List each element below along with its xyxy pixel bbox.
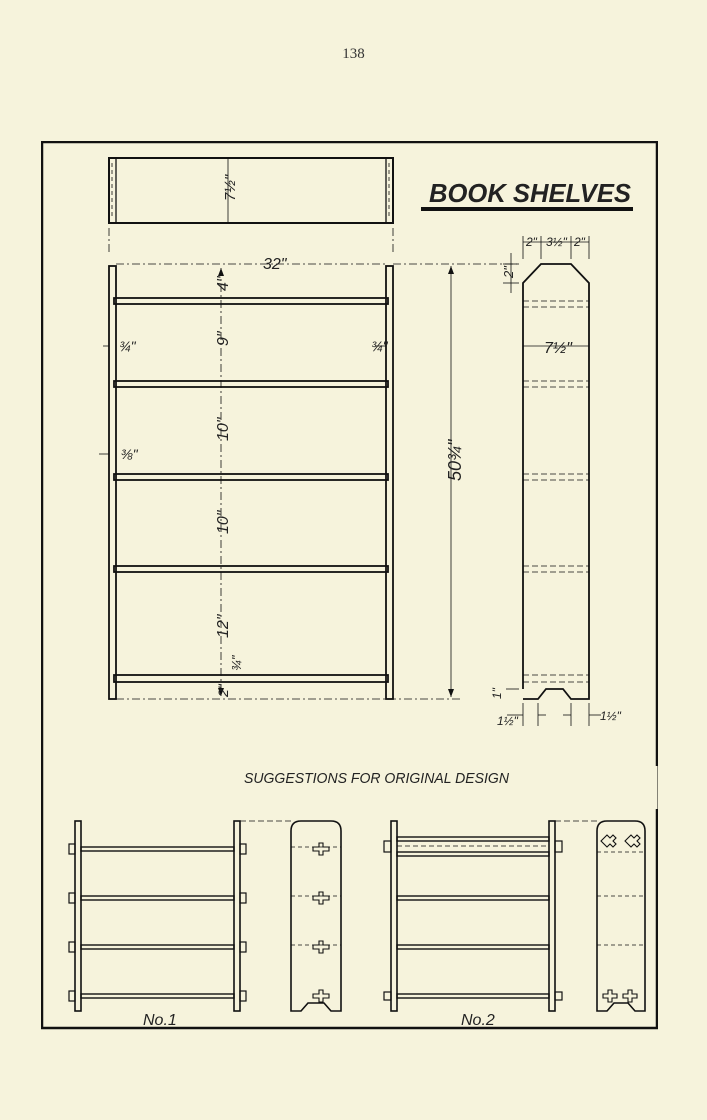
side-top-width-2: 3½" <box>546 235 568 249</box>
front-view <box>108 265 394 700</box>
spacing-label-6: 2" <box>215 683 231 698</box>
spacing-label-3: 10" <box>215 416 232 441</box>
side-foot-height-label: 1" <box>490 687 504 699</box>
side-thickness-right-label: ¾" <box>371 338 389 354</box>
top-view <box>108 157 394 224</box>
design-1-label: No.1 <box>143 1012 177 1029</box>
design-1-drawing <box>68 820 342 1012</box>
spacing-label-4: 10" <box>215 509 232 534</box>
drawing-title: BOOK SHELVES <box>429 178 632 208</box>
shelf-thickness-label: ⅜" <box>121 446 139 462</box>
side-view <box>503 236 601 726</box>
side-bevel-label: 2" <box>501 265 516 279</box>
page-number: 138 <box>342 46 365 62</box>
side-depth-label: 7½" <box>544 340 573 357</box>
drawing-plate: BOOK SHELVES 7½" <box>41 141 658 1030</box>
top-view-depth-label: 7½" <box>222 174 239 201</box>
side-thickness-left-label: ¾" <box>119 338 137 354</box>
side-foot-right-label: 1½" <box>600 709 622 723</box>
spacing-label-5: 12" <box>215 613 232 638</box>
side-top-width-1: 2" <box>525 235 538 249</box>
side-foot-left-label: 1½" <box>497 714 519 728</box>
side-top-width-3: 2" <box>573 235 586 249</box>
design-2-drawing <box>383 820 646 1012</box>
bottom-thickness-label: ¾" <box>229 654 244 671</box>
front-height-label: 50¾" <box>445 438 465 481</box>
design-2-label: No.2 <box>461 1012 495 1029</box>
spacing-label-2: 9" <box>215 330 232 346</box>
plate-border <box>41 141 658 1030</box>
spacing-label-1: 4" <box>215 275 232 291</box>
front-width-label: 32" <box>263 256 288 273</box>
suggestions-heading: SUGGESTIONS FOR ORIGINAL DESIGN <box>244 770 509 787</box>
